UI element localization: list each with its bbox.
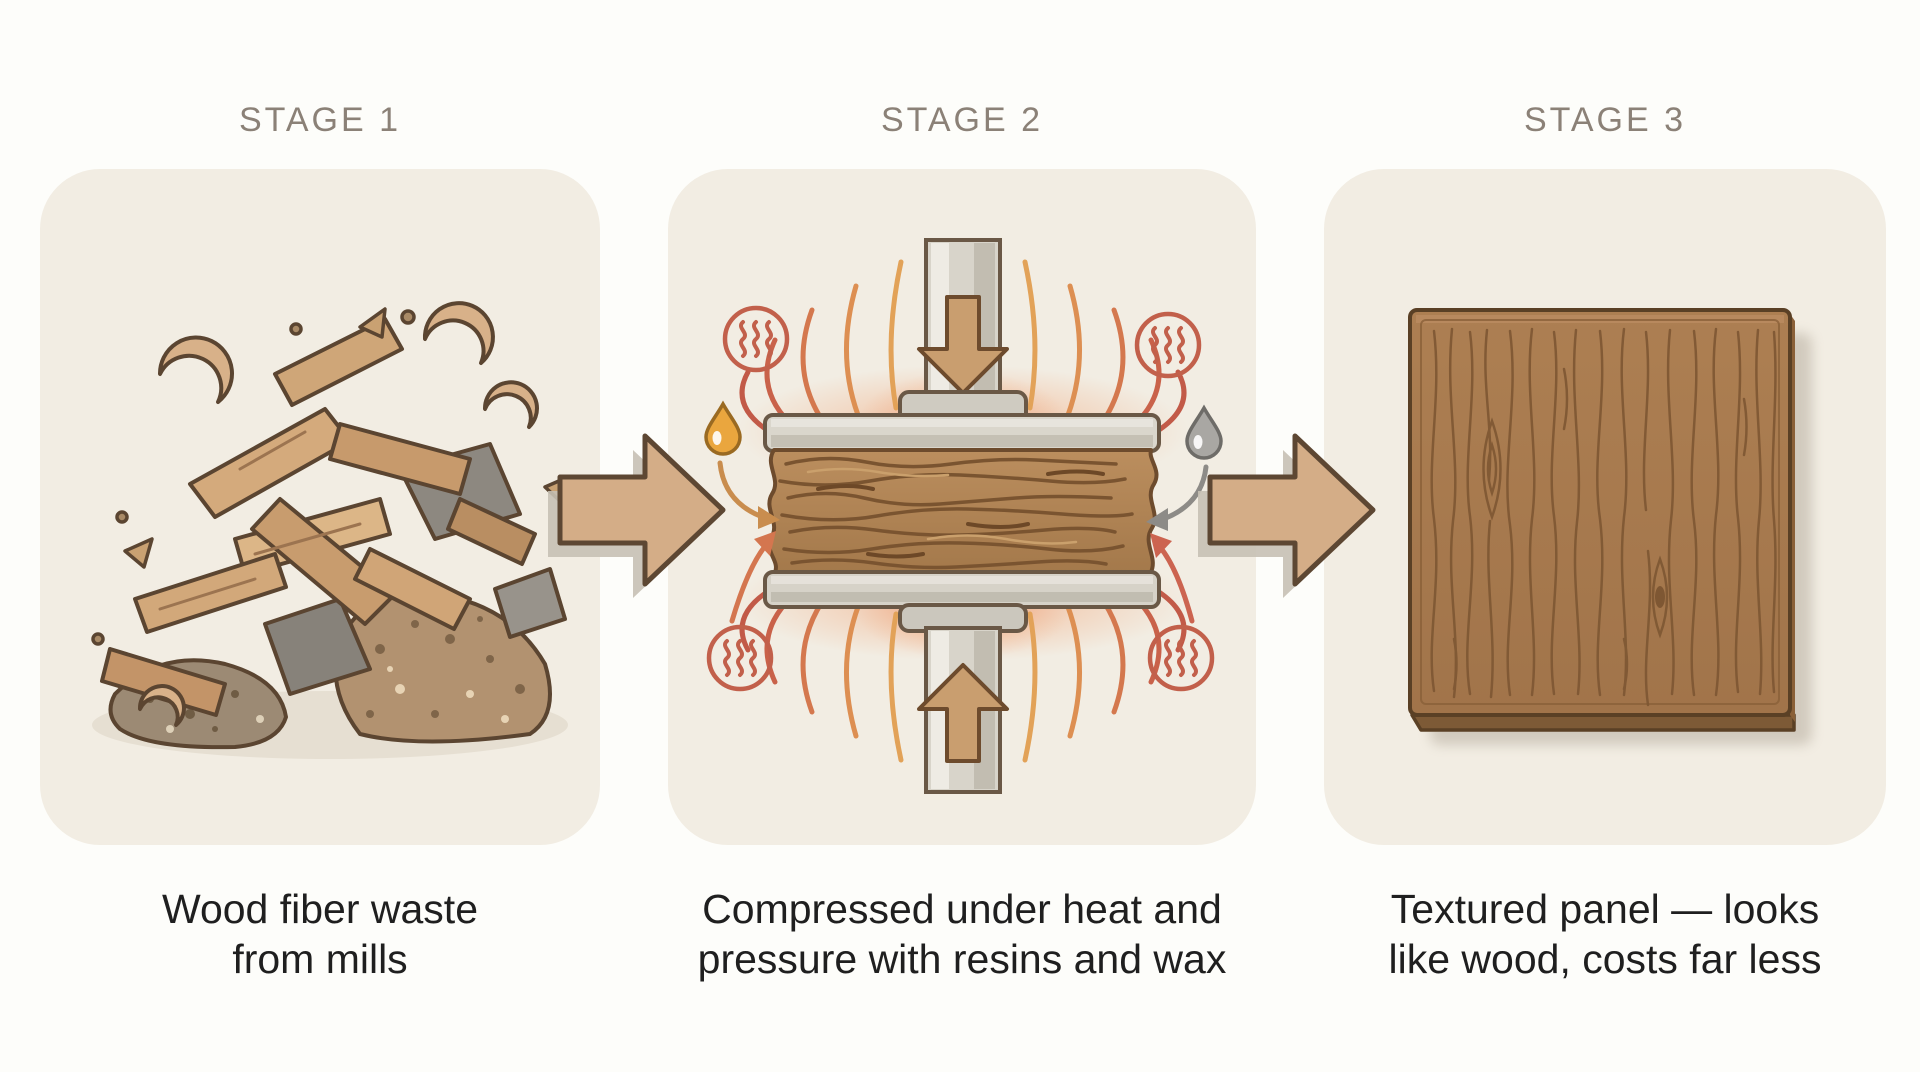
stage-3-label: STAGE 3 bbox=[1523, 101, 1687, 139]
right-arrow-icon bbox=[1198, 433, 1376, 598]
press-down-arrow-icon bbox=[917, 295, 1009, 395]
wood-knot bbox=[1655, 586, 1665, 608]
gray-shard bbox=[493, 567, 567, 639]
stage-3-caption: Textured panel — looks like wood, costs … bbox=[1324, 884, 1886, 984]
stage-2-label: STAGE 2 bbox=[880, 101, 1044, 139]
caption-line: from mills bbox=[232, 936, 408, 982]
resin-flow-arrow bbox=[717, 460, 780, 529]
wax-droplet-icon bbox=[1185, 404, 1223, 460]
wood-chip bbox=[353, 547, 472, 631]
heat-flow-arrow-bottom-left bbox=[729, 531, 776, 624]
wood-board bbox=[1408, 308, 1796, 732]
stage-1-caption: Wood fiber waste from mills bbox=[40, 884, 600, 984]
heat-flow-arrow-bottom-right bbox=[1150, 533, 1195, 624]
wood-chip bbox=[328, 422, 472, 496]
heat-press-illustration bbox=[704, 238, 1223, 794]
stage-1-label: STAGE 1 bbox=[238, 101, 402, 139]
textured-panel-illustration bbox=[1408, 308, 1812, 745]
wood-chip-pile-illustration bbox=[91, 301, 587, 759]
top-press-plate bbox=[763, 413, 1161, 453]
sawdust-mound-right bbox=[333, 590, 552, 744]
caption-line: pressure with resins and wax bbox=[697, 936, 1227, 982]
stage-2-caption: Compressed under heat and pressure with … bbox=[668, 884, 1256, 984]
wood-chip bbox=[446, 497, 537, 566]
resin-droplet-icon bbox=[704, 400, 742, 456]
bottom-piston bbox=[898, 603, 1028, 794]
wood-chip bbox=[250, 497, 397, 626]
stage-2-panel bbox=[668, 169, 1256, 845]
wood-chip bbox=[100, 647, 227, 717]
heat-waves-icon bbox=[706, 305, 1215, 692]
press-up-arrow-icon bbox=[917, 663, 1009, 763]
caption-line: like wood, costs far less bbox=[1388, 936, 1822, 982]
wax-flow-arrow bbox=[1146, 464, 1209, 531]
wood-chip bbox=[273, 317, 404, 407]
right-arrow-icon bbox=[548, 433, 726, 598]
wood-grain bbox=[1430, 327, 1777, 707]
stage-3-panel bbox=[1324, 169, 1886, 845]
bottom-press-plate bbox=[763, 570, 1161, 609]
wood-curl bbox=[137, 301, 539, 727]
stage-1-panel bbox=[40, 169, 600, 845]
caption-line: Textured panel — looks bbox=[1390, 886, 1820, 932]
gray-shard bbox=[263, 597, 372, 696]
caption-line: Compressed under heat and bbox=[702, 886, 1222, 932]
fiber-mat bbox=[767, 448, 1159, 574]
caption-line: Wood fiber waste bbox=[161, 886, 478, 932]
